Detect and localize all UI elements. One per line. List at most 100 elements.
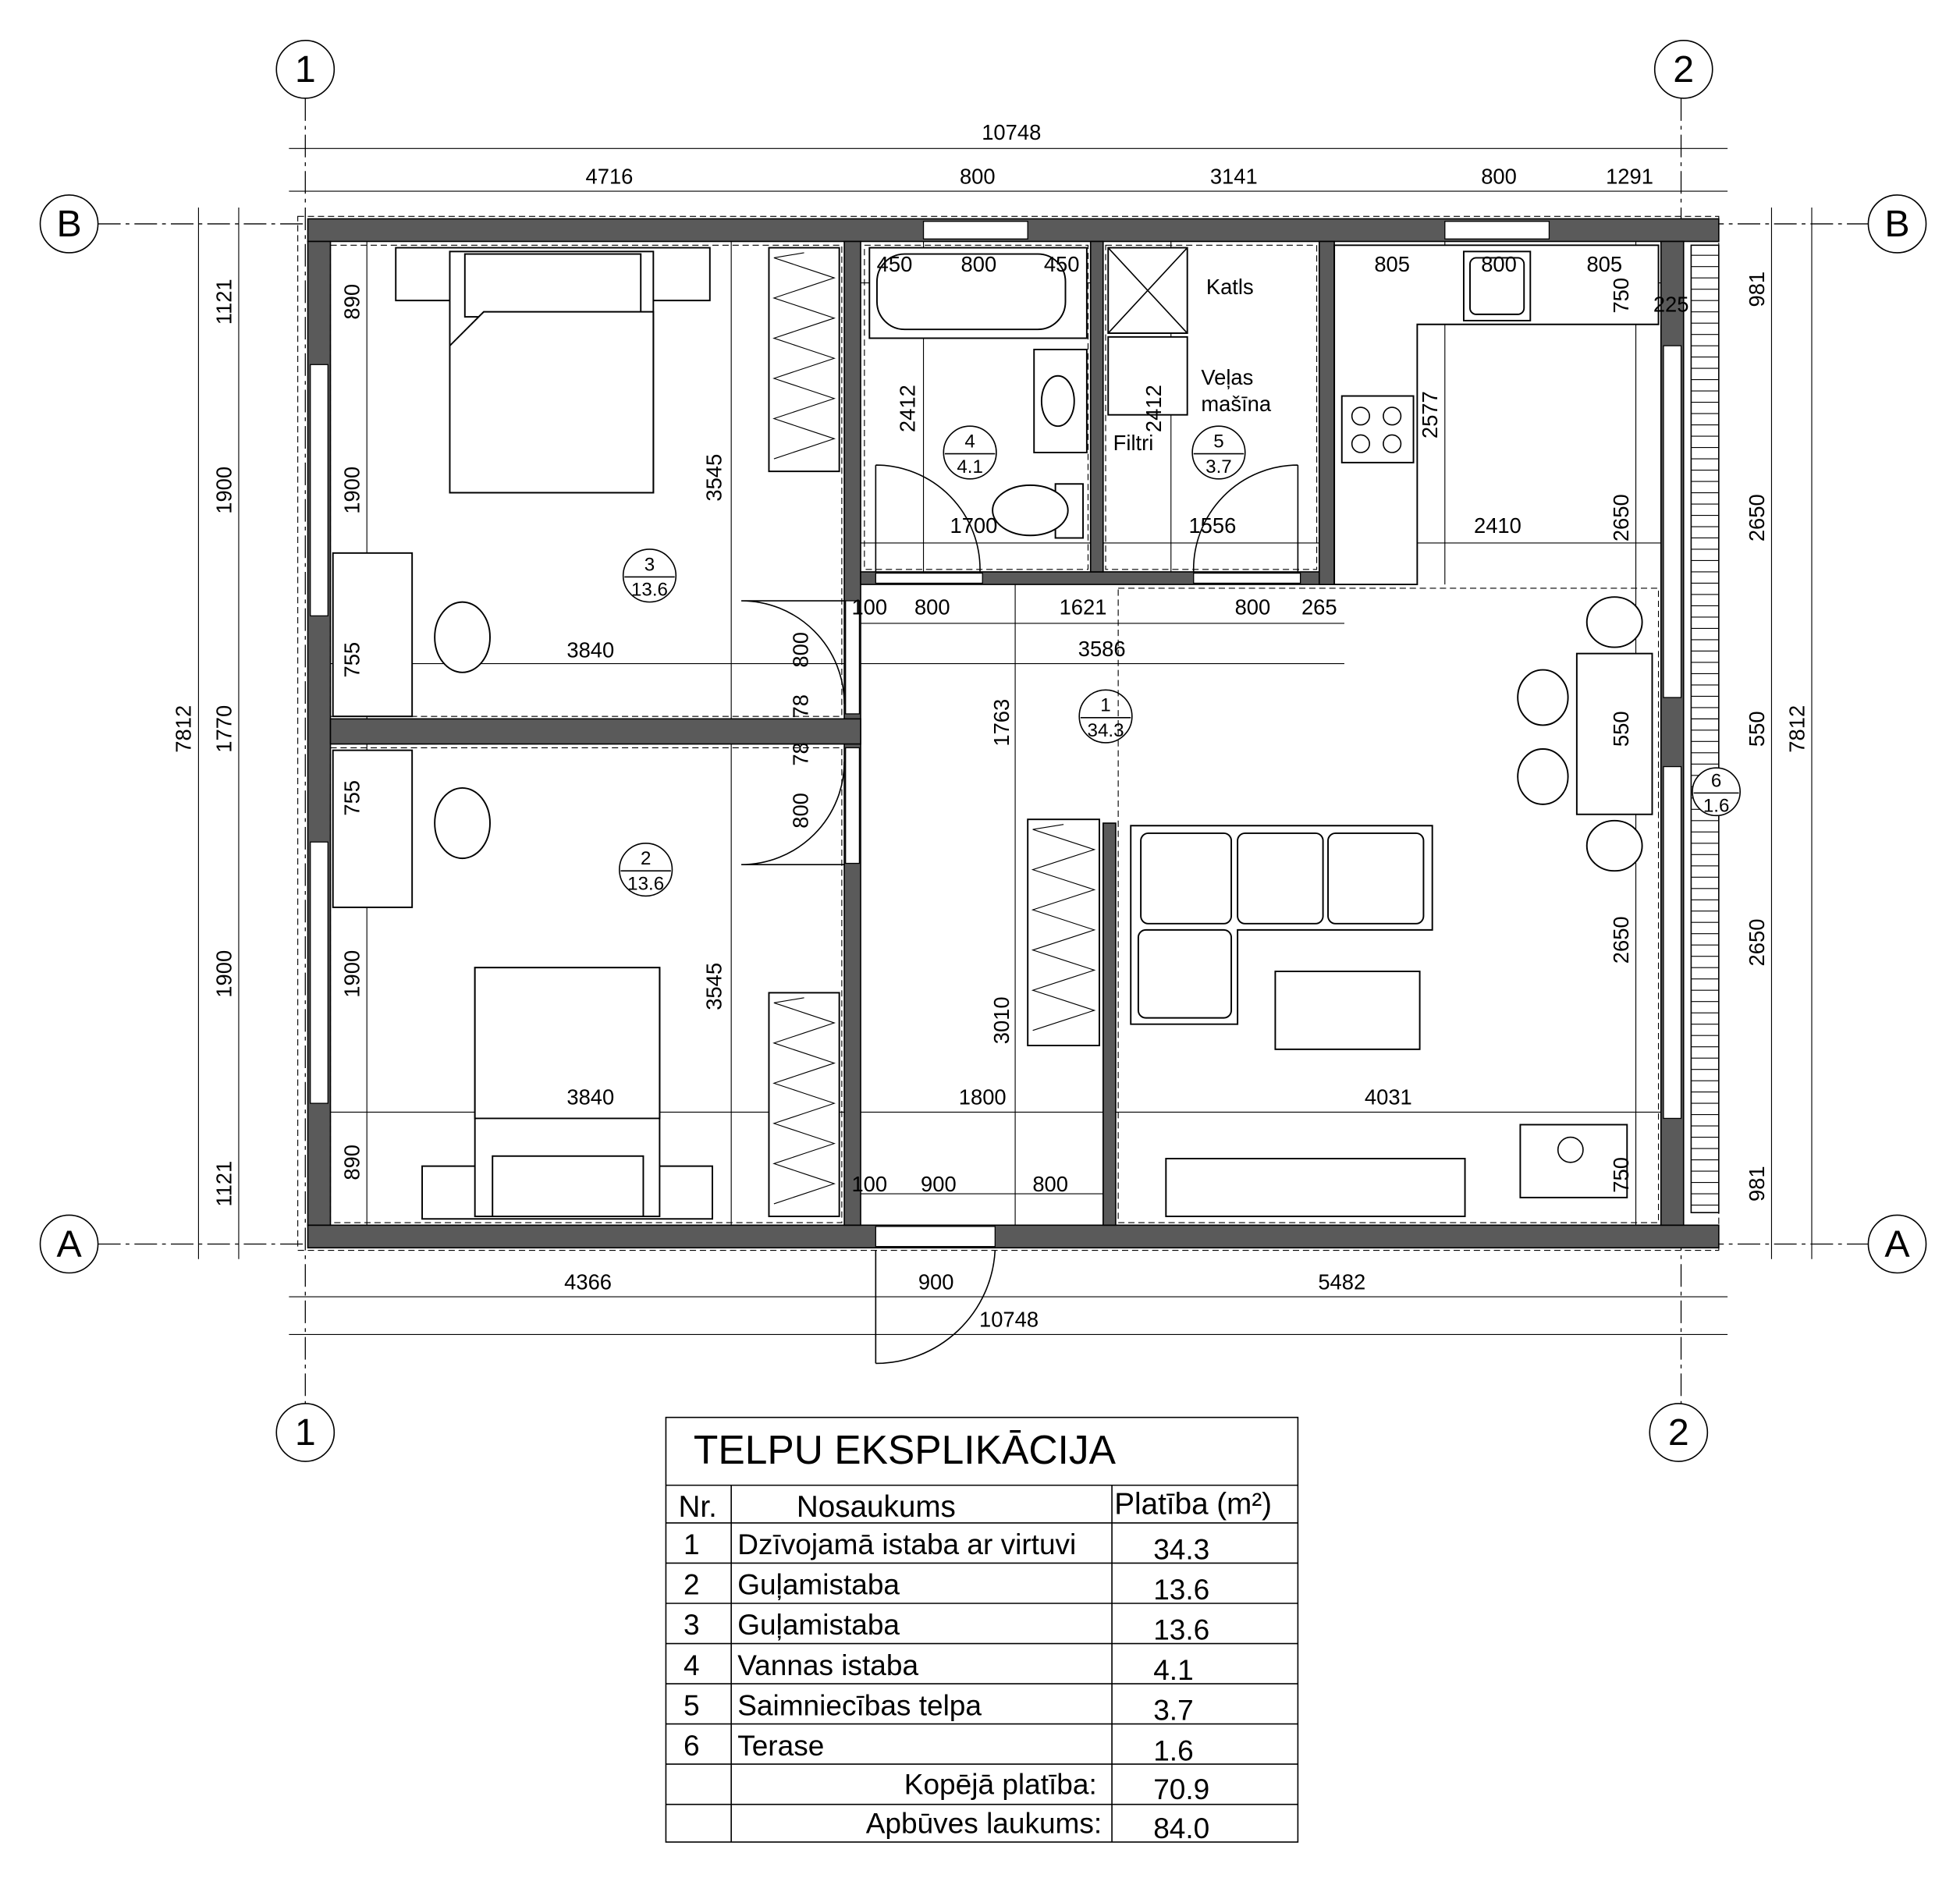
svg-text:805: 805 xyxy=(1374,252,1410,276)
svg-text:890: 890 xyxy=(340,284,364,320)
room-tags: 134.3 213.6 313.6 44.1 53.7 61.6 xyxy=(619,425,1742,897)
toilet xyxy=(992,483,1085,539)
svg-text:6: 6 xyxy=(1711,770,1721,791)
svg-text:900: 900 xyxy=(918,1269,954,1294)
hob xyxy=(1340,395,1415,463)
svg-text:2: 2 xyxy=(641,848,651,869)
svg-text:B: B xyxy=(56,203,81,245)
svg-text:1.6: 1.6 xyxy=(1153,1734,1193,1766)
svg-text:750: 750 xyxy=(1609,278,1633,314)
svg-text:2: 2 xyxy=(1668,1411,1689,1454)
svg-text:1: 1 xyxy=(1100,695,1110,716)
chair xyxy=(434,786,491,860)
svg-text:4366: 4366 xyxy=(564,1269,612,1294)
dining-table xyxy=(1517,596,1653,872)
svg-text:1: 1 xyxy=(295,1411,316,1454)
hangers-icon xyxy=(772,252,836,460)
svg-text:3.7: 3.7 xyxy=(1205,456,1232,477)
bed-room-3 xyxy=(395,247,711,494)
svg-text:981: 981 xyxy=(1745,1166,1769,1202)
svg-text:890: 890 xyxy=(340,1145,364,1180)
svg-text:3010: 3010 xyxy=(989,996,1014,1044)
axis-marker-b-left: B xyxy=(39,194,99,254)
fireplace xyxy=(1519,1124,1628,1198)
built-area-row: Apbūves laukums:84.0 xyxy=(866,1807,1210,1844)
svg-text:13.6: 13.6 xyxy=(627,873,664,894)
svg-text:B: B xyxy=(1884,203,1909,245)
room-explication-table: TELPU EKSPLIKĀCIJA Nr. Nosaukums Platība… xyxy=(665,1416,1299,1844)
desk xyxy=(332,552,414,718)
walls xyxy=(297,215,1720,1251)
svg-text:1556: 1556 xyxy=(1188,513,1236,538)
svg-text:450: 450 xyxy=(877,252,913,276)
room-tag-3: 313.6 xyxy=(622,548,677,603)
svg-text:2650: 2650 xyxy=(1609,494,1633,541)
bed-room-2 xyxy=(421,967,713,1220)
svg-text:1: 1 xyxy=(684,1528,700,1560)
svg-text:13.6: 13.6 xyxy=(631,580,668,601)
axis-marker-b-right: B xyxy=(1867,194,1927,254)
svg-text:800: 800 xyxy=(1481,252,1517,276)
wardrobe xyxy=(768,247,840,473)
svg-text:Apbūves laukums:: Apbūves laukums: xyxy=(866,1807,1102,1840)
chair xyxy=(434,601,491,673)
washbasin xyxy=(1033,348,1088,453)
hangers-icon xyxy=(1031,824,1096,1031)
terrace-decking xyxy=(1690,244,1720,1214)
svg-text:4: 4 xyxy=(964,431,975,453)
svg-text:1900: 1900 xyxy=(340,950,364,998)
svg-text:100: 100 xyxy=(851,595,887,619)
svg-text:3141: 3141 xyxy=(1210,164,1258,188)
axis-marker-a-left: A xyxy=(39,1214,99,1274)
fixture-labels: Katls Veļas mašīna Filtri xyxy=(1113,275,1272,455)
coffee-table xyxy=(1274,971,1421,1050)
svg-text:1621: 1621 xyxy=(1060,595,1107,619)
svg-text:100: 100 xyxy=(851,1172,887,1196)
svg-text:1900: 1900 xyxy=(340,467,364,514)
svg-text:800: 800 xyxy=(1235,595,1271,619)
desk xyxy=(332,749,414,908)
svg-text:4.1: 4.1 xyxy=(957,456,983,477)
svg-text:2650: 2650 xyxy=(1609,916,1633,964)
room-tag-4: 44.1 xyxy=(943,425,997,480)
axis-marker-2-top: 2 xyxy=(1653,40,1713,99)
svg-text:4031: 4031 xyxy=(1365,1085,1412,1109)
header-name: Nosaukums xyxy=(797,1490,956,1524)
svg-text:70.9: 70.9 xyxy=(1153,1773,1209,1805)
svg-text:800: 800 xyxy=(1481,164,1517,188)
svg-text:550: 550 xyxy=(1745,711,1769,747)
svg-text:755: 755 xyxy=(340,642,364,678)
svg-text:800: 800 xyxy=(960,164,996,188)
svg-text:550: 550 xyxy=(1609,711,1633,747)
svg-text:Guļamistaba: Guļamistaba xyxy=(737,1608,900,1641)
svg-text:1121: 1121 xyxy=(211,1161,236,1207)
svg-text:1770: 1770 xyxy=(211,705,236,753)
svg-text:3: 3 xyxy=(684,1608,700,1641)
entrance-opening xyxy=(875,1226,996,1248)
svg-text:4.1: 4.1 xyxy=(1153,1653,1193,1686)
svg-text:Kopējā platība:: Kopējā platība: xyxy=(904,1768,1097,1801)
svg-text:10748: 10748 xyxy=(982,120,1041,144)
window xyxy=(1663,765,1682,1120)
table-row: 3 Guļamistaba 13.6 xyxy=(684,1608,1209,1645)
bathtub xyxy=(868,247,1088,339)
room-tag-5: 53.7 xyxy=(1191,425,1246,480)
svg-text:1800: 1800 xyxy=(959,1085,1007,1109)
tv-unit xyxy=(1165,1157,1466,1218)
svg-text:5: 5 xyxy=(684,1688,700,1721)
axis-marker-2-bottom: 2 xyxy=(1649,1403,1709,1462)
svg-text:800: 800 xyxy=(961,252,997,276)
dimension-labels: 10748 4716 800 3141 800 1291 4366 900 54… xyxy=(172,120,1809,1332)
furniture xyxy=(332,244,1660,1220)
window xyxy=(310,364,328,616)
svg-text:78: 78 xyxy=(788,694,812,718)
svg-text:805: 805 xyxy=(1586,252,1622,276)
svg-text:13.6: 13.6 xyxy=(1153,1613,1209,1646)
svg-text:981: 981 xyxy=(1745,272,1769,307)
room-tag-6: 61.6 xyxy=(1692,767,1742,817)
svg-text:800: 800 xyxy=(914,595,950,619)
